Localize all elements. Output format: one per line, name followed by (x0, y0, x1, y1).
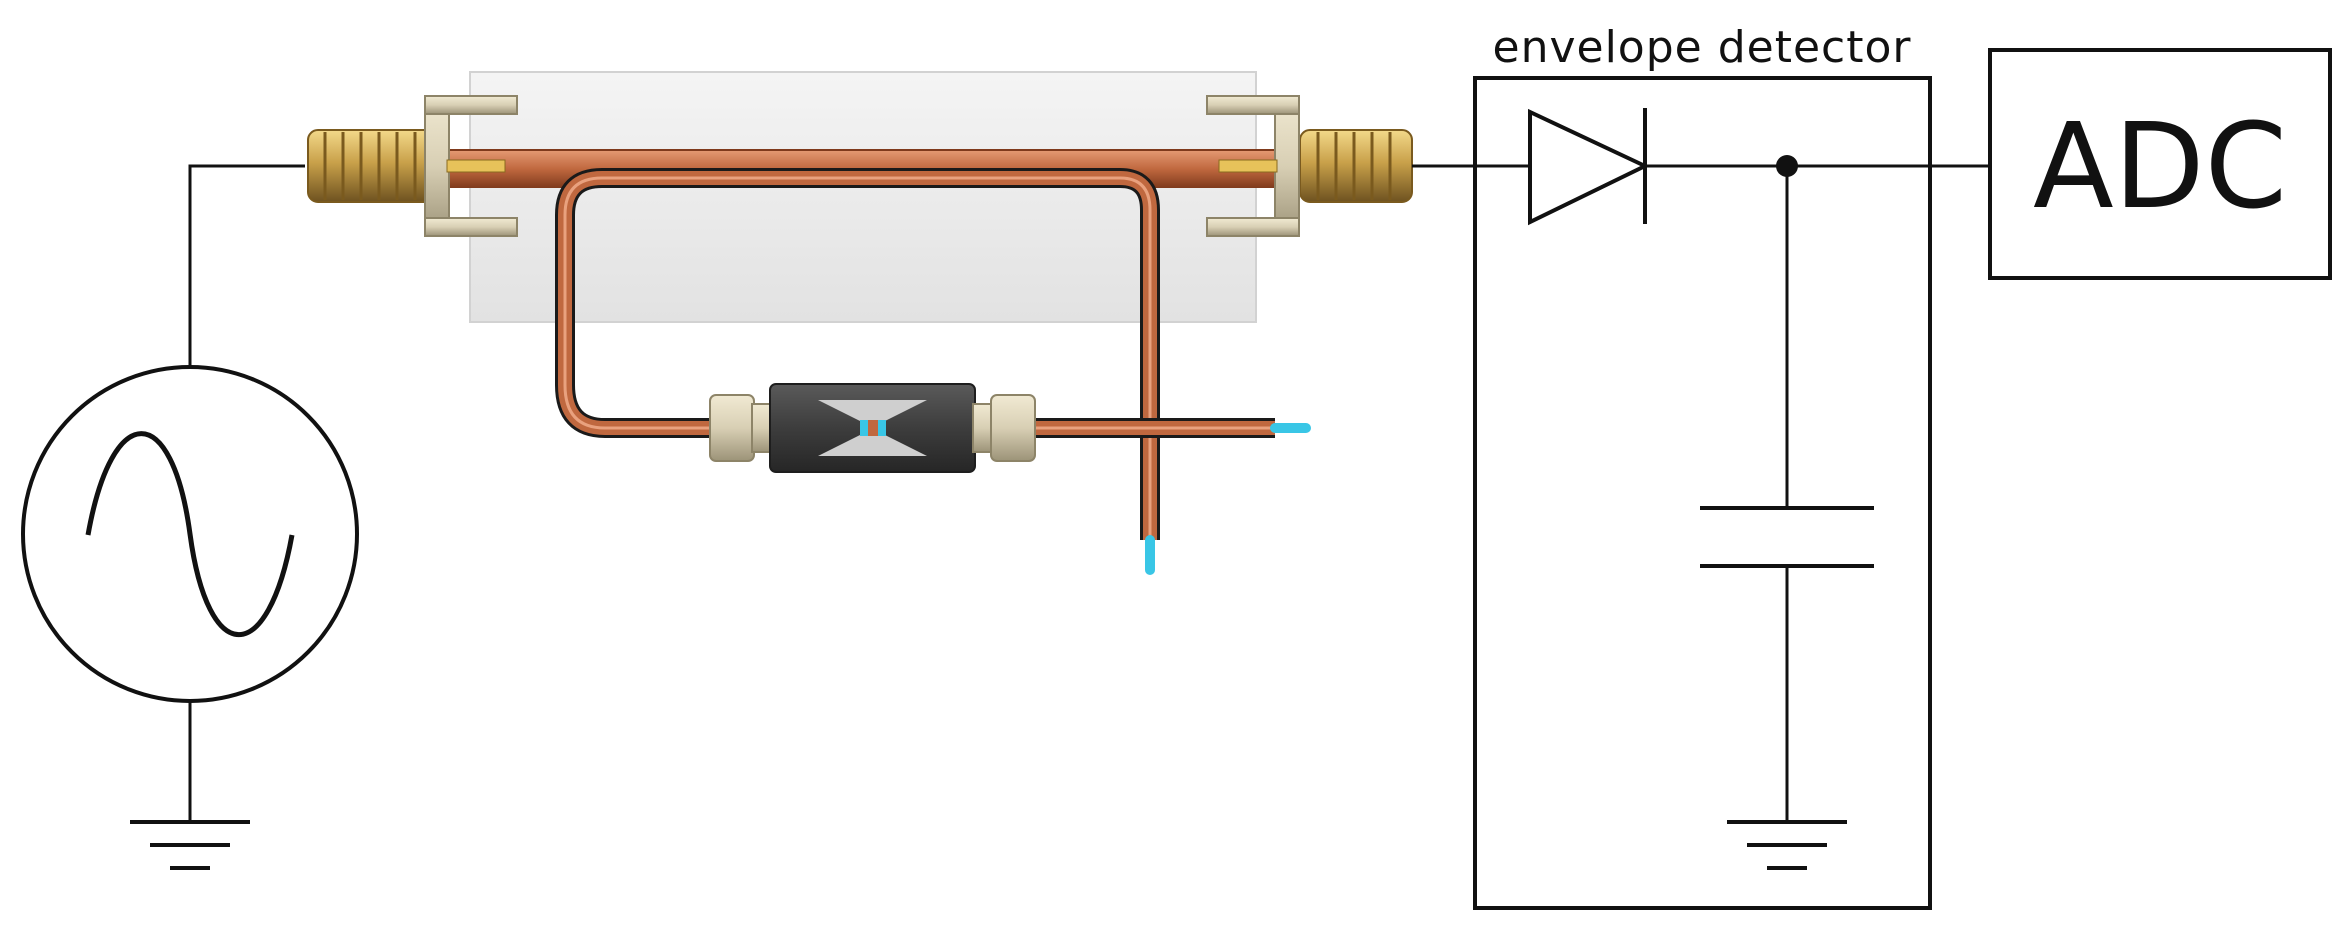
adc-label: ADC (2033, 97, 2287, 235)
envelope-detector-label: envelope detector (1493, 22, 1912, 73)
cuvette (709, 383, 1036, 473)
capacitor-icon (1700, 506, 1874, 568)
sma-connector-right (1206, 95, 1413, 237)
ac-voltage-source-icon (21, 365, 359, 703)
adc-box (1988, 48, 2332, 280)
fluid-outlet (1145, 423, 1311, 575)
copper-tube-loop (555, 168, 1275, 540)
envelope-detector-box (1473, 76, 1932, 910)
ground-icon (1727, 820, 1847, 870)
sensor-substrate (469, 71, 1257, 323)
diode-icon (1528, 108, 1650, 226)
sma-connector-left (307, 95, 518, 237)
ground-icon (130, 820, 250, 870)
wire-source-top (188, 164, 305, 368)
